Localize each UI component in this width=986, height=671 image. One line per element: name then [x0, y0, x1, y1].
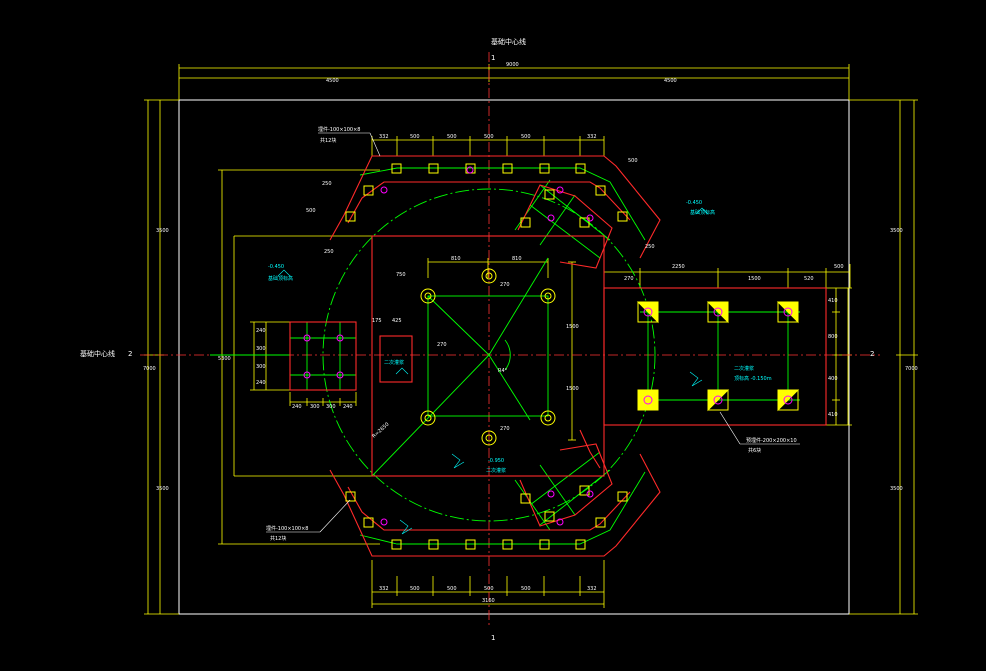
- annotations: 埋件-100×100×8 共12块 埋件-100×100×8 共12块 预埋件-…: [266, 126, 800, 542]
- dimension-lines: [144, 64, 918, 615]
- left-block-dim-3: 300: [326, 404, 336, 410]
- right-block-side-dim-1: 410: [828, 298, 838, 304]
- leader-bottom-left-2: 共12块: [270, 535, 286, 542]
- left-block-side-dim-4: 240: [256, 380, 266, 386]
- leader-top-left: 埋件-100×100×8: [318, 126, 360, 133]
- hex-top-dim-2: 500: [410, 134, 420, 140]
- inner-left-dim: 5300: [218, 356, 231, 362]
- right-block-side-dim-3: 400: [828, 376, 838, 382]
- small-box-note: 二次灌浆: [384, 359, 404, 366]
- left-block-dim-1: 240: [292, 404, 302, 410]
- level-note-2b: 基础顶标高: [268, 275, 293, 282]
- drawing-frame: [178, 99, 850, 615]
- left-dim-bottom: 3500: [156, 486, 169, 492]
- axis-bottom-label: 1: [491, 634, 495, 642]
- axis-top-label: 1: [491, 54, 495, 62]
- left-dim-total: 7000: [143, 366, 156, 372]
- center-note-b: 二次灌浆: [486, 467, 506, 474]
- hex-side-dim-4: 500: [628, 158, 638, 164]
- hex-top-dim-1: 332: [379, 134, 389, 140]
- square-dim-1: 810: [451, 256, 461, 262]
- small-box-dim-1: 175: [372, 318, 382, 324]
- right-block-dim-2: 2250: [672, 264, 685, 270]
- hex-bottom-total: 3160: [482, 598, 495, 604]
- right-block-dim-5: 500: [834, 264, 844, 270]
- leader-right: 预埋件-200×200×10: [746, 437, 797, 444]
- square-side-dim-1: 270: [500, 282, 510, 288]
- left-block-side-dim-2: 300: [256, 346, 266, 352]
- right-dim-bottom: 3500: [890, 486, 903, 492]
- axis-right-label: 2: [870, 350, 874, 358]
- hex-bottom-dim-3: 500: [447, 586, 457, 592]
- square-side-dim-3: 1500: [566, 386, 579, 392]
- hex-bottom-dim-1: 332: [379, 586, 389, 592]
- green-centerlines: [210, 167, 800, 545]
- right-block-side-dim-4: 410: [828, 412, 838, 418]
- square-side-dim-2: 270: [500, 426, 510, 432]
- hex-side-dim-2: 500: [306, 208, 316, 214]
- left-dim-top: 3500: [156, 228, 169, 234]
- anchor-bolts: [303, 166, 793, 526]
- top-dim-right: 4500: [664, 78, 677, 84]
- right-block-dim-4: 520: [804, 276, 814, 282]
- hex-top-dim-3: 500: [447, 134, 457, 140]
- hex-top-dim-6: 332: [587, 134, 597, 140]
- leader-top-left-2: 共12块: [320, 137, 336, 144]
- dimension-texts: 9000 4500 4500 3500 3500 7000 3500 3500 …: [143, 62, 918, 604]
- square-side-dim-4: 270: [437, 342, 447, 348]
- level-note-2: -0.450: [268, 264, 284, 270]
- axis-labels: 基础中心线 1 1 2 2 基础中心线: [80, 37, 874, 642]
- center-note: -0.950: [488, 458, 504, 464]
- right-block-dim-1: 270: [624, 276, 634, 282]
- right-dim-top: 3500: [890, 228, 903, 234]
- right-block-side-dim-2: 800: [828, 334, 838, 340]
- square-dim-3: 750: [396, 272, 406, 278]
- level-note-1b: 基础顶标高: [690, 209, 715, 216]
- level-note-1: -0.450: [686, 200, 702, 206]
- hex-bottom-dim-2: 500: [410, 586, 420, 592]
- left-block-dim-2: 300: [310, 404, 320, 410]
- square-dim-4: 1500: [566, 324, 579, 330]
- hex-side-dim-5: 250: [645, 244, 655, 250]
- left-block-side-dim-1: 240: [256, 328, 266, 334]
- top-dim-total: 9000: [506, 62, 519, 68]
- angle-label: R4°: [498, 368, 508, 374]
- hex-top-dim-4: 500: [484, 134, 494, 140]
- right-note-b: 顶标高 -0.150m: [734, 375, 772, 382]
- leader-bottom-left: 埋件-100×100×8: [266, 525, 308, 532]
- hex-bottom-dim-6: 332: [587, 586, 597, 592]
- right-note: 二次灌浆: [734, 365, 754, 372]
- hex-top-dim-5: 500: [521, 134, 531, 140]
- axis-title-top: 基础中心线: [491, 37, 526, 46]
- axis-left-label: 2: [128, 350, 132, 358]
- hex-side-dim-3: 250: [322, 181, 332, 187]
- hex-side-dim-1: 250: [324, 249, 334, 255]
- left-axis-note: 基础中心线: [80, 349, 115, 358]
- left-block-side-dim-3: 300: [256, 364, 266, 370]
- left-block-dim-4: 240: [343, 404, 353, 410]
- small-box-dim-2: 425: [392, 318, 402, 324]
- hex-bottom-dim-5: 500: [521, 586, 531, 592]
- leader-right-2: 共6块: [748, 447, 761, 454]
- square-bolts: [420, 268, 556, 446]
- hex-bottom-dim-4: 500: [484, 586, 494, 592]
- square-dim-2: 810: [512, 256, 522, 262]
- right-dim-total: 7000: [905, 366, 918, 372]
- right-block-dim-3: 1500: [748, 276, 761, 282]
- top-dim-left: 4500: [326, 78, 339, 84]
